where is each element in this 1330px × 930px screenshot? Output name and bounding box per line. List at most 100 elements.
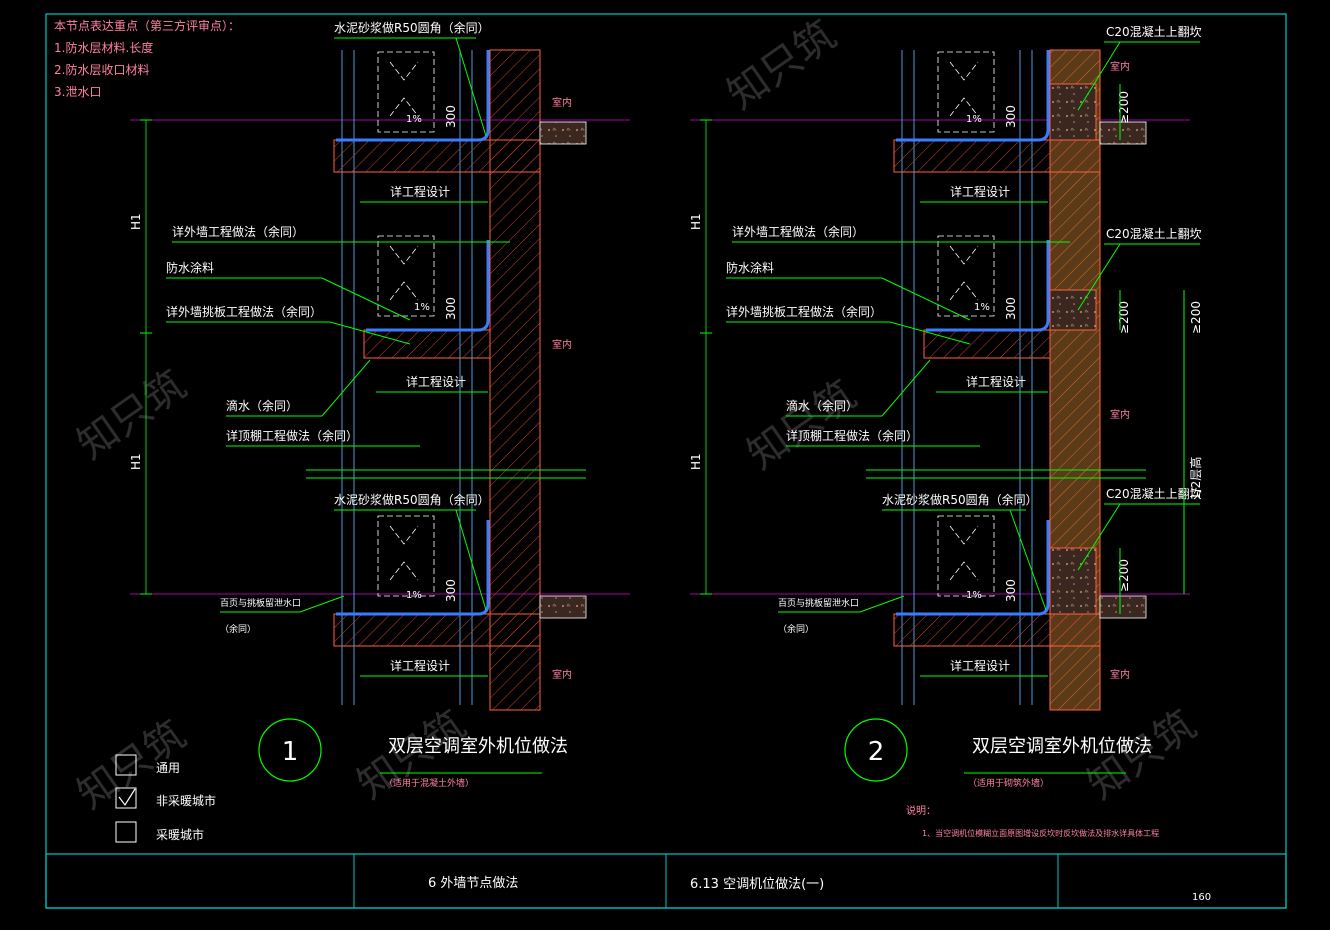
checkmark-icon (118, 788, 136, 807)
label-slab: 详外墙挑板工程做法（余同） (726, 304, 882, 319)
label-indoor: 室内 (1110, 60, 1130, 73)
waterproof-layer (336, 520, 490, 616)
label-drip: 滴水（余同） (226, 398, 298, 413)
legend-checkbox[interactable] (115, 821, 137, 843)
detail-subtitle: （适用于混凝土外墙） (384, 777, 474, 789)
indoor-slab (1099, 595, 1147, 619)
titleblock-section: 6 外墙节点做法 (428, 876, 518, 891)
label-indoor: 室内 (552, 96, 572, 109)
legend-label: 通用 (156, 761, 180, 775)
h1-label: H1 (689, 453, 703, 470)
label-ceiling: 详顶棚工程做法（余同） (226, 428, 358, 443)
detail-number-circle (258, 718, 322, 782)
c20-upturn (1049, 289, 1097, 331)
detail-number: 2 (868, 737, 885, 767)
slab-top (893, 139, 1101, 173)
detail-number-circle (844, 718, 908, 782)
leader-line (455, 37, 487, 137)
label-mortar-round: 水泥砂浆做R50圆角（余同） (882, 492, 1038, 507)
slab-bot (893, 613, 1101, 647)
watermark-text: 知只筑 (69, 362, 194, 469)
label-waterproof: 防水涂料 (166, 260, 214, 275)
leader-line (321, 359, 371, 417)
slope-label: 1% (966, 590, 982, 601)
legend-label: 采暖城市 (156, 827, 204, 842)
detail-2-drawing: H1 H1 300 300 300 1% 1% (689, 24, 1203, 838)
leader-line (321, 277, 411, 321)
label-exterior-wall: 详外墙工程做法（余同） (172, 224, 304, 239)
ac-unit (937, 51, 995, 597)
leader-line (881, 277, 971, 321)
leader-line (1009, 509, 1047, 611)
label-indoor: 室内 (1110, 668, 1130, 681)
notes-item-2: 2.防水层收口材料 (54, 62, 149, 77)
label-design-mid: 详工程设计 (966, 374, 1026, 389)
label-design-mid: 详工程设计 (406, 374, 466, 389)
detail-1-drawing: H1 H1 300 300 300 1% (129, 20, 630, 789)
label-mortar-round: 水泥砂浆做R50圆角（余同） (334, 492, 490, 507)
leader-line (881, 359, 931, 417)
title-block: 6 外墙节点做法 6.13 空调机位做法(一) 160 (45, 853, 1287, 909)
label-louver: 百页与挑板留泄水口 (778, 597, 859, 609)
waterproof-layer (926, 240, 1050, 332)
dim-300: 300 (1004, 105, 1018, 128)
legend-checkbox[interactable] (115, 754, 137, 776)
waterproof-layer (336, 50, 490, 142)
review-notes: 本节点表达重点（第三方评审点）： 1.防水层材料.长度 2.防水层收口材料 3.… (54, 18, 240, 99)
slope-label: 1% (974, 302, 990, 313)
dim-ge200: ≥200 (1189, 301, 1203, 334)
label-design-top: 详工程设计 (950, 184, 1010, 199)
label-mortar-round: 水泥砂浆做R50圆角（余同） (334, 20, 490, 35)
h1-label: H1 (129, 213, 143, 230)
label-louver-sub: （余同） (778, 623, 814, 635)
note-line-1: 1、当空调机位模糊立面原图增设反坎时反坎做法及排水详具体工程 (922, 828, 1159, 838)
dim-half-height: 1/2层高 (1188, 457, 1203, 500)
leader-line (1077, 41, 1121, 111)
titleblock-subsection: 6.13 空调机位做法(一) (690, 877, 824, 892)
legend-checkbox[interactable] (115, 787, 137, 809)
h1-label: H1 (689, 213, 703, 230)
leader-line (1077, 503, 1121, 571)
waterproof-layer (896, 520, 1050, 616)
label-c20: C20混凝土上翻坎 (1106, 486, 1202, 501)
waterproof-layer (896, 50, 1050, 142)
dim-ge200: ≥200 (1117, 301, 1131, 334)
dim-300: 300 (444, 579, 458, 602)
label-c20: C20混凝土上翻坎 (1106, 24, 1202, 39)
label-indoor: 室内 (552, 668, 572, 681)
label-slab: 详外墙挑板工程做法（余同） (166, 304, 322, 319)
label-indoor: 室内 (1110, 408, 1130, 421)
slab-bot (333, 613, 541, 647)
note-title: 说明： (906, 804, 936, 817)
detail-title: 双层空调室外机位做法 (972, 736, 1152, 757)
slab-top (333, 139, 541, 173)
label-design-bottom: 详工程设计 (950, 658, 1010, 673)
notes-item-1: 1.防水层材料.长度 (54, 40, 153, 55)
label-design-top: 详工程设计 (390, 184, 450, 199)
leader-line (299, 595, 345, 613)
label-indoor: 室内 (552, 338, 572, 351)
slope-label: 1% (406, 114, 422, 125)
slope-label: 1% (414, 302, 430, 313)
dim-300: 300 (444, 297, 458, 320)
slab-mid (363, 329, 491, 359)
waterproof-layer (366, 240, 490, 332)
label-ceiling: 详顶棚工程做法（余同） (786, 428, 918, 443)
legend: 通用 非采暖城市 采暖城市 (115, 754, 216, 843)
leader-line (859, 595, 905, 613)
dim-300: 300 (444, 105, 458, 128)
dim-ge200: ≥200 (1117, 559, 1131, 592)
titleblock-page: 160 (1192, 892, 1211, 903)
indoor-slab (539, 121, 587, 145)
indoor-slab (1099, 121, 1147, 145)
legend-label: 非采暖城市 (156, 793, 216, 808)
watermark-text: 知只筑 (719, 12, 844, 119)
c20-upturn (1049, 547, 1097, 615)
dim-ge200: ≥200 (1117, 91, 1131, 124)
dim-300: 300 (1004, 579, 1018, 602)
slab-mid (923, 329, 1051, 359)
notes-heading: 本节点表达重点（第三方评审点）： (54, 18, 240, 33)
leader-line (889, 321, 971, 345)
detail-title: 双层空调室外机位做法 (388, 736, 568, 757)
